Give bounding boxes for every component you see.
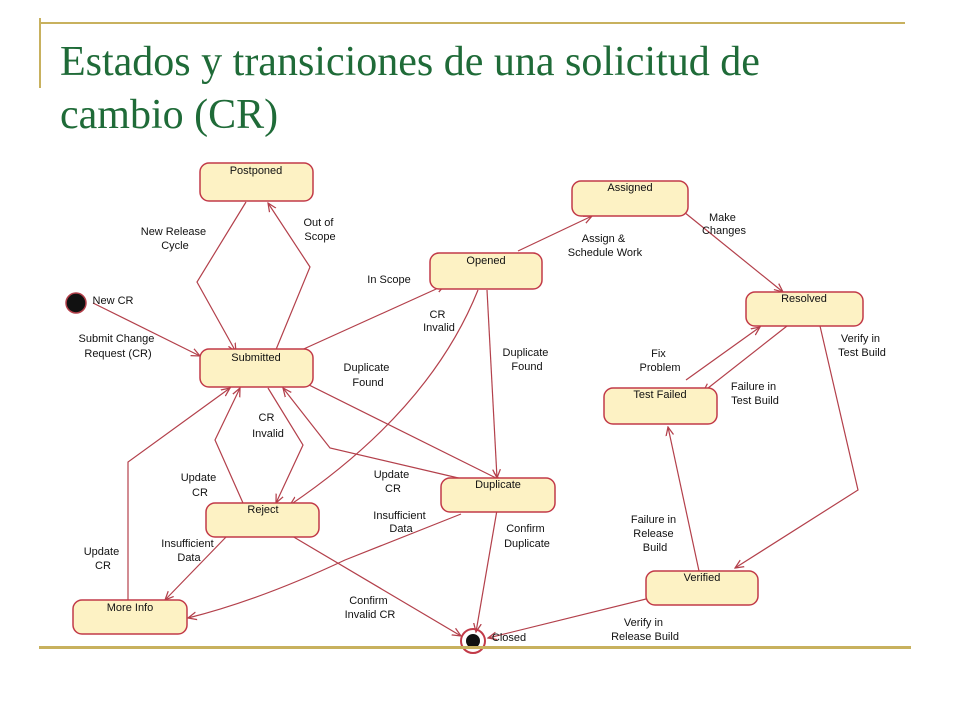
- edge-moreinfo-to-submitted: [127, 388, 230, 601]
- edge-assigned-to-resolved: [683, 211, 783, 292]
- label-insufficient-data-duplicate: Insufficient Data: [373, 510, 428, 535]
- title-accent-line: [39, 18, 41, 88]
- new-cr-label: New CR: [93, 295, 134, 307]
- label-duplicate-found-submitted: Duplicate Found: [344, 362, 393, 389]
- label-new-release-cycle: New Release Cycle: [141, 226, 209, 252]
- edge-reject-to-closed: [291, 535, 461, 636]
- slide-title-line-1: Estados y transiciones de una solicitud …: [60, 39, 760, 85]
- label-cr-invalid-submitted: CR Invalid: [252, 412, 284, 440]
- edge-duplicate-to-closed: [476, 509, 498, 632]
- edge-submitted-to-opened: [296, 285, 445, 353]
- edge-duplicate-to-submitted: [283, 388, 468, 481]
- state-resolved-box: [745, 291, 864, 327]
- state-opened-box: [429, 252, 543, 290]
- state-postponed-box: [199, 162, 314, 202]
- state-resolved-label: Resolved: [781, 293, 827, 305]
- state-duplicate[interactable]: Duplicate: [440, 477, 556, 513]
- edge-resolved-to-testfailed: [703, 325, 788, 392]
- state-reject-label: Reject: [247, 504, 278, 516]
- edge-reject-to-moreinfo: [165, 535, 228, 600]
- final-state-ring: [460, 628, 486, 654]
- edge-newcr-to-submitted: [92, 302, 200, 356]
- state-verified-box: [645, 570, 759, 606]
- state-postponed-label: Postponed: [230, 165, 283, 177]
- slide-title: Estados y transiciones de una solicitud …: [60, 36, 920, 142]
- state-opened[interactable]: Opened: [429, 252, 543, 290]
- state-reject-box: [205, 502, 320, 538]
- initial-state-dot: [65, 292, 87, 314]
- label-verify-release-build: Verify in Release Build: [611, 617, 679, 643]
- transitions: [92, 201, 859, 638]
- label-assign-schedule: Assign & Schedule Work: [568, 233, 643, 259]
- label-fix-problem: Fix Problem: [640, 348, 681, 374]
- state-duplicate-label: Duplicate: [475, 479, 521, 491]
- label-confirm-invalid-cr: Confirm Invalid CR: [345, 595, 396, 621]
- state-test-failed-box: [603, 387, 718, 425]
- label-in-scope: In Scope: [367, 274, 410, 286]
- slide-title-line-2: cambio (CR): [60, 92, 279, 138]
- state-more-info-label: More Info: [107, 602, 153, 614]
- label-failure-test-build: Failure in Test Build: [731, 381, 779, 407]
- closed-label: Closed: [492, 632, 526, 644]
- label-submit-change-request: Submit Change Request (CR): [79, 333, 158, 360]
- edge-verified-to-closed: [488, 597, 651, 638]
- top-rule: [39, 22, 905, 24]
- state-duplicate-box: [440, 477, 556, 513]
- state-submitted-box: [199, 348, 314, 388]
- state-submitted[interactable]: Submitted: [199, 348, 314, 388]
- edge-postponed-to-submitted: [196, 201, 247, 352]
- label-verify-test-build: Verify in Test Build: [838, 333, 886, 359]
- edge-submitted-to-reject: [267, 387, 304, 503]
- label-failure-release-build: Failure in Release Build: [631, 514, 679, 554]
- state-postponed[interactable]: Postponed: [199, 162, 314, 202]
- state-assigned-box: [571, 180, 689, 217]
- state-test-failed[interactable]: Test Failed: [603, 387, 718, 425]
- edge-submitted-to-duplicate: [298, 379, 500, 480]
- label-update-cr-moreinfo: Update CR: [84, 546, 123, 572]
- final-state-dot: [466, 634, 480, 648]
- edge-duplicate-to-moreinfo: [188, 513, 462, 618]
- state-assigned[interactable]: Assigned: [571, 180, 689, 217]
- state-test-failed-label: Test Failed: [633, 389, 686, 401]
- bottom-rule: [39, 646, 911, 649]
- state-resolved[interactable]: Resolved: [745, 291, 864, 327]
- label-insufficient-data-reject: Insufficient Data: [161, 538, 216, 564]
- label-confirm-duplicate: Confirm Duplicate: [504, 523, 550, 550]
- edge-opened-to-assigned: [517, 216, 592, 252]
- state-submitted-label: Submitted: [231, 352, 281, 364]
- edge-reject-to-submitted: [214, 388, 244, 504]
- edge-opened-to-duplicate: [486, 289, 497, 478]
- state-verified[interactable]: Verified: [645, 570, 759, 606]
- edge-resolved-to-verified: [735, 325, 859, 568]
- state-reject[interactable]: Reject: [205, 502, 320, 538]
- edge-submitted-to-postponed: [268, 203, 311, 353]
- state-verified-label: Verified: [684, 572, 721, 584]
- label-make-changes: Make Changes: [702, 212, 747, 237]
- state-more-info[interactable]: More Info: [72, 599, 188, 635]
- label-cr-invalid-opened: CR Invalid: [423, 309, 455, 334]
- edge-verified-to-testfailed: [668, 427, 700, 572]
- edge-opened-to-reject: [290, 289, 479, 505]
- label-out-of-scope: Out of Scope: [303, 217, 336, 243]
- edge-testfailed-to-resolved: [685, 327, 760, 381]
- label-duplicate-found-opened: Duplicate Found: [503, 347, 552, 373]
- transition-labels: New Release Cycle Out of Scope In Scope …: [79, 212, 886, 643]
- label-update-cr-duplicate: Update CR: [374, 469, 413, 495]
- state-more-info-box: [72, 599, 188, 635]
- label-update-cr-reject: Update CR: [181, 472, 220, 499]
- state-assigned-label: Assigned: [607, 182, 652, 194]
- state-opened-label: Opened: [466, 255, 505, 267]
